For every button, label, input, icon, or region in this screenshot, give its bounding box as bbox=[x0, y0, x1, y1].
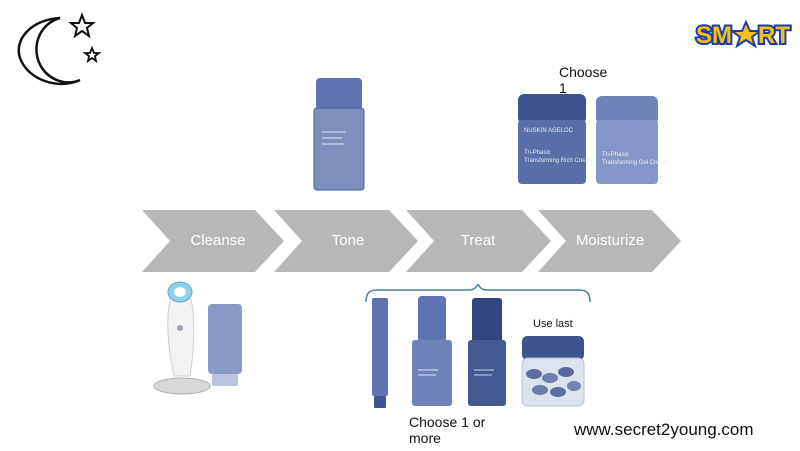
star-icon bbox=[68, 12, 96, 39]
chevron-treat bbox=[406, 210, 551, 272]
choose-one-label: Choose 1 bbox=[559, 64, 607, 96]
night-serum-bottle-image bbox=[468, 298, 506, 406]
eye-serum-tube-image bbox=[372, 298, 388, 408]
step-label-moisturize: Moisturize bbox=[575, 232, 645, 249]
choose-one-line2: 1 bbox=[559, 80, 567, 96]
rich-cream-jar-image: NUSKIN AGELOC Tri-Phasic Transforming Ri… bbox=[516, 94, 592, 186]
chevron-tone bbox=[274, 210, 418, 272]
step-chevrons bbox=[142, 210, 681, 272]
capsule-jar-image bbox=[521, 336, 585, 407]
choose-one-line1: Choose bbox=[559, 64, 608, 80]
gel-cream-line2: Transforming Gel Cream bbox=[602, 160, 668, 166]
step-label-treat: Treat bbox=[460, 232, 496, 249]
treat-bracket bbox=[365, 284, 591, 303]
website-link[interactable]: www.secret2young.com bbox=[574, 420, 754, 439]
rich-cream-line1: Tri-Phasic bbox=[524, 150, 551, 156]
gel-cream-line1: Tri-Phasic bbox=[602, 152, 629, 158]
smart-logo: SM RT bbox=[694, 18, 794, 51]
choose-more-line1: Choose 1 or bbox=[409, 414, 486, 430]
choose-one-or-more-label: Choose 1 or more bbox=[409, 414, 485, 446]
svg-text:RT: RT bbox=[758, 22, 790, 49]
cleansing-device-icon bbox=[153, 281, 211, 395]
smart-logo-text: SM bbox=[696, 22, 732, 49]
moon-stars-icon bbox=[17, 12, 102, 86]
cleanser-tube-icon bbox=[208, 304, 242, 386]
moon-icon bbox=[17, 16, 81, 86]
cleansing-device-image bbox=[153, 281, 242, 395]
serum-bottle-image bbox=[412, 296, 452, 406]
rich-cream-brand: NUSKIN AGELOC bbox=[524, 128, 574, 134]
star-icon bbox=[729, 19, 763, 49]
choose-more-line2: more bbox=[409, 430, 441, 446]
use-last-label: Use last bbox=[533, 318, 573, 330]
chevron-cleanse bbox=[142, 210, 284, 272]
step-label-tone: Tone bbox=[331, 232, 365, 249]
star-icon bbox=[82, 45, 102, 64]
toner-bottle-image bbox=[313, 78, 365, 191]
rich-cream-line2: Transforming Rich Cream bbox=[524, 158, 593, 164]
chevron-moisturize bbox=[538, 210, 681, 272]
step-label-cleanse: Cleanse bbox=[190, 232, 246, 249]
gel-cream-jar-image: Tri-Phasic Transforming Gel Cream bbox=[594, 96, 668, 186]
